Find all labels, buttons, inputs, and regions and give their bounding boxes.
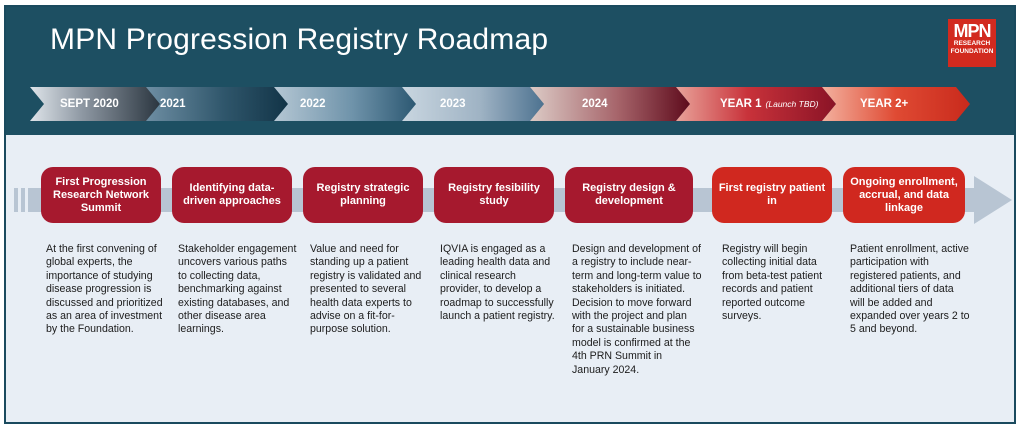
timeline-label-2024: 2024 bbox=[582, 87, 608, 121]
milestone-title: Identifying data-driven approaches bbox=[183, 182, 281, 207]
timeline-label-2021: 2021 bbox=[160, 87, 186, 121]
milestone-box-1: First Progression Research Network Summi… bbox=[41, 167, 161, 223]
timeline-segment-2022 bbox=[274, 87, 416, 121]
milestone-description-7: Patient enrollment, active participation… bbox=[850, 243, 970, 336]
timeline-bar: SEPT 2020 2021 2022 2023 2024 YEAR 1(Lau… bbox=[30, 87, 990, 121]
timeline-label-2022: 2022 bbox=[300, 87, 326, 121]
logo-line-3: FOUNDATION bbox=[950, 48, 994, 55]
timeline-label-text: 2023 bbox=[440, 98, 466, 110]
milestone-description-2: Stakeholder engagement uncovers various … bbox=[178, 243, 297, 336]
timeline-segment-year-1 bbox=[676, 87, 836, 121]
timeline-segment-year-2 bbox=[822, 87, 970, 121]
timeline-segment-2023 bbox=[402, 87, 544, 121]
arrow-tail-stripe bbox=[21, 188, 25, 212]
timeline-label-text: 2022 bbox=[300, 98, 326, 110]
timeline-label-year-1: YEAR 1(Launch TBD) bbox=[720, 87, 818, 121]
timeline-label-text: YEAR 2+ bbox=[860, 98, 909, 110]
roadmap-frame: MPN Progression Registry Roadmap MPN RES… bbox=[4, 5, 1016, 424]
milestone-title: Registry fesibility study bbox=[448, 182, 540, 207]
mpn-research-foundation-logo: MPN RESEARCH FOUNDATION bbox=[948, 19, 996, 67]
page-title: MPN Progression Registry Roadmap bbox=[50, 23, 549, 56]
milestone-title: Ongoing enrollment, accrual, and data li… bbox=[850, 175, 958, 214]
timeline-label-2023: 2023 bbox=[440, 87, 466, 121]
timeline-label-text: YEAR 1 bbox=[720, 98, 762, 110]
milestone-box-2: Identifying data-driven approaches bbox=[172, 167, 292, 223]
timeline-label-subtext: (Launch TBD) bbox=[765, 99, 819, 109]
timeline-label-text: SEPT 2020 bbox=[60, 98, 119, 110]
milestone-description-6: Registry will begin collecting initial d… bbox=[722, 243, 823, 323]
milestone-box-6: First registry patient in bbox=[712, 167, 832, 223]
milestone-description-4: IQVIA is engaged as a leading health dat… bbox=[440, 243, 555, 323]
milestone-title: First registry patient in bbox=[718, 182, 826, 207]
timeline-label-text: 2021 bbox=[160, 98, 186, 110]
milestone-description-5: Design and development of a registry to … bbox=[572, 243, 702, 376]
milestone-box-4: Registry fesibility study bbox=[434, 167, 554, 223]
milestone-title: Registry design & development bbox=[582, 182, 676, 207]
milestone-box-7: Ongoing enrollment, accrual, and data li… bbox=[843, 167, 965, 223]
timeline-segment-sept-2020 bbox=[30, 87, 160, 121]
timeline-label-sept-2020: SEPT 2020 bbox=[60, 87, 119, 121]
timeline-segment-2021 bbox=[146, 87, 288, 121]
logo-line-2: RESEARCH bbox=[953, 40, 991, 47]
header-band: MPN Progression Registry Roadmap MPN RES… bbox=[6, 7, 1014, 135]
logo-line-1: MPN bbox=[953, 21, 992, 41]
milestone-description-3: Value and need for standing up a patient… bbox=[310, 243, 422, 336]
milestone-title: First Progression Research Network Summi… bbox=[53, 175, 149, 214]
milestone-box-5: Registry design & development bbox=[565, 167, 693, 223]
timeline-segment-2024 bbox=[530, 87, 690, 121]
milestone-box-3: Registry strategic planning bbox=[303, 167, 423, 223]
timeline-label-text: 2024 bbox=[582, 98, 608, 110]
milestone-description-1: At the first convening of global experts… bbox=[46, 243, 163, 336]
milestone-title: Registry strategic planning bbox=[316, 182, 410, 207]
timeline-label-year-2: YEAR 2+ bbox=[860, 87, 908, 121]
arrow-tail-stripe bbox=[14, 188, 18, 212]
